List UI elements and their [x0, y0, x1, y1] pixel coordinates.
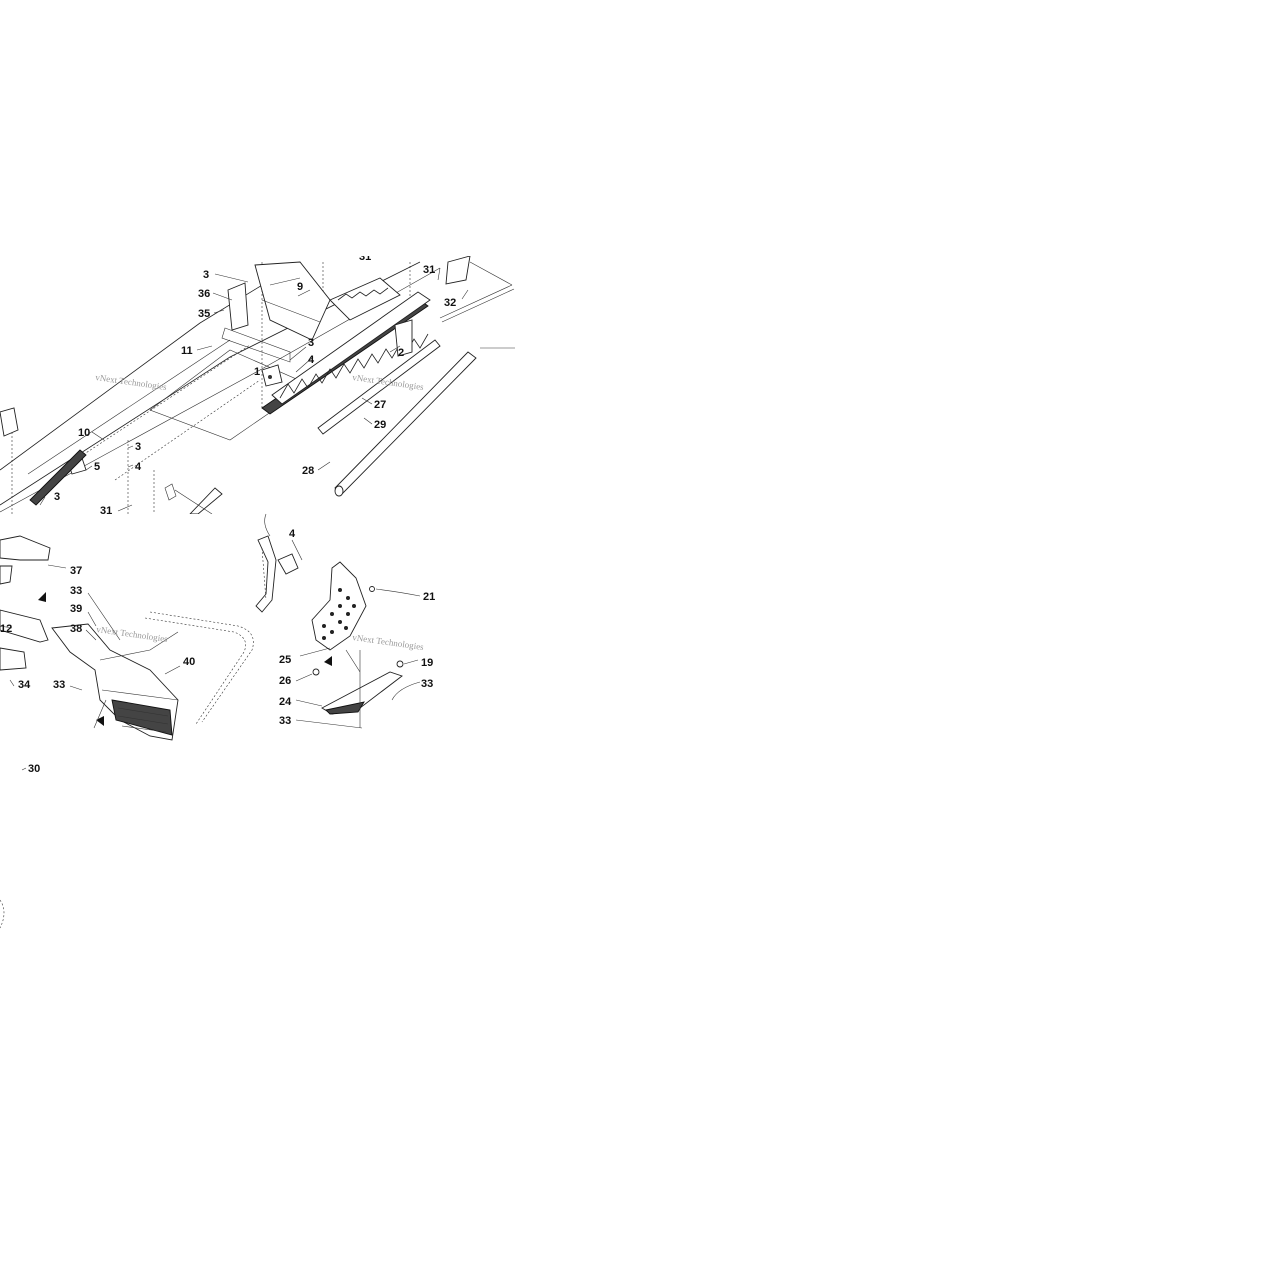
callout-10: 10	[78, 427, 90, 439]
bottom-left-panel: vNext Technologies 37 12 33 39 38 40 33 …	[0, 535, 254, 929]
callout-27: 27	[374, 399, 386, 411]
callout-39: 39	[70, 603, 82, 615]
callout-4: 4	[135, 461, 142, 473]
callout-12: 12	[0, 623, 12, 635]
callout-37: 37	[70, 565, 82, 577]
callout-31: 31	[100, 505, 112, 517]
heat-exchanger	[261, 277, 431, 415]
callout-9: 9	[297, 281, 303, 293]
callout-33: 33	[70, 585, 82, 597]
callout-5: 5	[94, 461, 100, 473]
callout-4: 4	[308, 354, 315, 366]
callout-2: 2	[398, 347, 404, 359]
callout-33: 33	[53, 679, 65, 691]
watermark: vNext Technologies	[95, 372, 168, 392]
callout-31: 31	[359, 251, 371, 263]
watermark: vNext Technologies	[96, 624, 169, 644]
callout-30: 30	[28, 763, 40, 775]
rail-27	[317, 339, 441, 435]
callout-26: 26	[279, 675, 291, 687]
watermark: vNext Technologies	[352, 632, 425, 652]
callout-36: 36	[198, 288, 210, 300]
callout-1: 1	[254, 366, 260, 378]
callout-32: 32	[444, 297, 456, 309]
callout-3: 3	[135, 441, 141, 453]
running-board	[321, 671, 403, 715]
top-panel: vNext Technologies vNext Technologies 3 …	[0, 251, 515, 517]
callout-21: 21	[423, 591, 435, 603]
callout-40: 40	[183, 656, 195, 668]
callout-25: 25	[279, 654, 291, 666]
callout-24: 24	[279, 696, 292, 708]
callout-34: 34	[18, 679, 31, 691]
callout-19: 19	[421, 657, 433, 669]
vertical-bracket	[255, 535, 277, 613]
callout-11: 11	[181, 345, 193, 357]
callout-33: 33	[279, 715, 291, 727]
rear-bracket	[227, 282, 249, 331]
callout-3: 3	[203, 269, 209, 281]
callout-31: 31	[423, 264, 435, 276]
callout-3: 3	[308, 337, 314, 349]
tunnel-body	[0, 261, 421, 506]
bracket-37	[0, 535, 51, 561]
callout-29: 29	[374, 419, 386, 431]
callout-38: 38	[70, 623, 82, 635]
callout-33: 33	[421, 678, 433, 690]
callout-3: 3	[54, 491, 60, 503]
callout-35: 35	[198, 308, 210, 320]
callout-28: 28	[302, 465, 314, 477]
callout-4: 4	[289, 528, 296, 540]
bottom-right-panel: vNext Technologies 4 21 25 19 26 33 24 3…	[255, 513, 435, 729]
